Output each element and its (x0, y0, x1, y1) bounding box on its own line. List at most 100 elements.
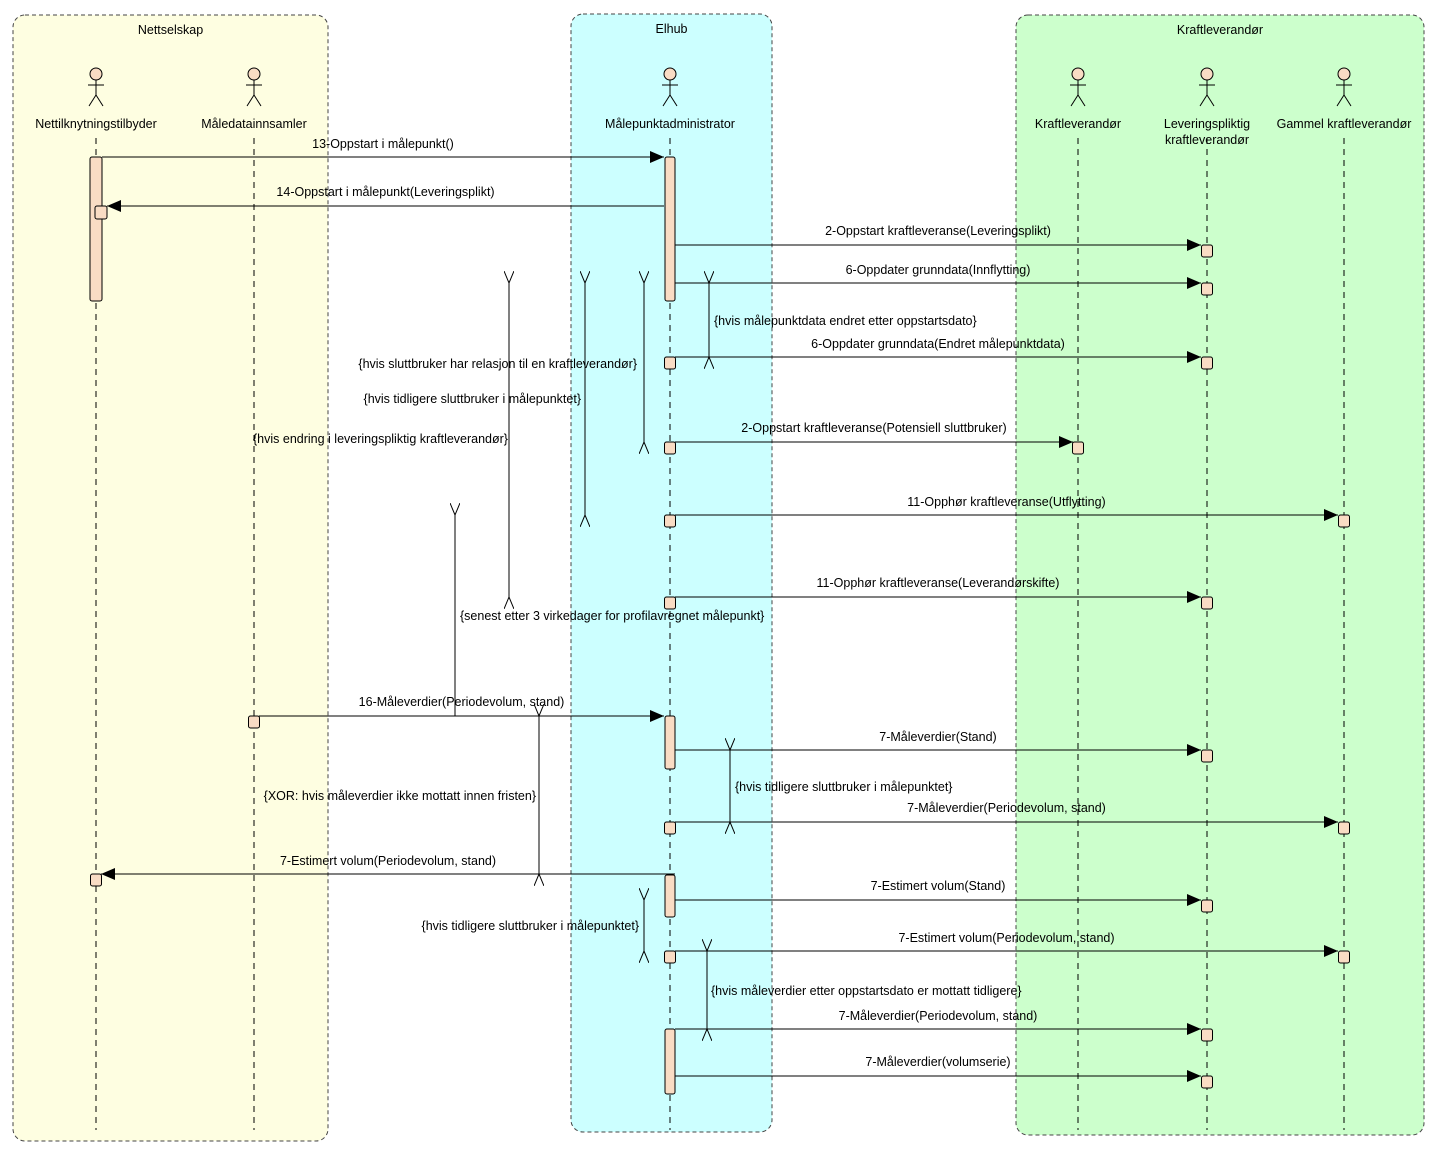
message-m10: 7-Måleverdier(Stand) (675, 730, 1201, 756)
message-m7: 11-Opphør kraftleveranse(Utflytting) (675, 495, 1338, 521)
activation-box (1201, 1028, 1213, 1042)
activation-bar (664, 1028, 676, 1095)
lane-title: Kraftleverandør (1177, 23, 1263, 37)
constraint-c8: {hvis tidligere sluttbruker i målepunkte… (422, 900, 644, 951)
activation-box (248, 715, 260, 729)
activation-box (1201, 596, 1213, 610)
lane-box (570, 13, 773, 1133)
activation-box (664, 950, 676, 964)
message-label: 14-Oppstart i målepunkt(Leveringsplikt) (276, 185, 494, 199)
actor-label: Kraftleverandør (1035, 117, 1121, 131)
constraint-c6: {hvis tidligere sluttbruker i målepunkte… (730, 750, 952, 822)
activation-bar (94, 205, 108, 220)
message-label: 16-Måleverdier(Periodevolum, stand) (359, 695, 565, 709)
message-label: 7-Måleverdier(Periodevolum, stand) (907, 801, 1106, 815)
activation-box (1338, 821, 1350, 835)
activation-bar (664, 156, 676, 302)
lane-kraftleverandor: Kraftleverandør (1015, 14, 1425, 1136)
message-label: 7-Måleverdier(Periodevolum, stand) (839, 1009, 1038, 1023)
message-label: 2-Oppstart kraftleveranse(Potensiell slu… (741, 421, 1006, 435)
constraint-c9: {hvis måleverdier etter oppstartsdato er… (707, 951, 1022, 1029)
activation-box (1201, 1075, 1213, 1089)
message-m9: 16-Måleverdier(Periodevolum, stand) (259, 695, 664, 722)
message-m3: 2-Oppstart kraftleveranse(Leveringsplikt… (675, 224, 1201, 251)
lane-box (1015, 14, 1425, 1136)
activation-box (664, 514, 676, 528)
message-m12: 7-Estimert volum(Periodevolum, stand) (101, 854, 675, 880)
activation-bar (664, 874, 676, 918)
message-label: 7-Estimert volum(Periodevolum, stand) (898, 931, 1114, 945)
message-m4: 6-Oppdater grunndata(Innflytting) (675, 263, 1201, 289)
stick-figure-icon (1070, 67, 1086, 107)
actor-ntb: Nettilknytningstilbyder (35, 67, 157, 131)
stick-figure-icon (1199, 67, 1215, 107)
activation-box (1072, 441, 1084, 455)
lane-title: Elhub (656, 22, 688, 36)
constraint-c3: {hvis tidligere sluttbruker i målepunkte… (364, 283, 585, 515)
actor-label: Nettilknytningstilbyder (35, 117, 157, 131)
actor-label: kraftleverandør (1165, 133, 1249, 147)
message-m5: 6-Oppdater grunndata(Endret målepunktdat… (675, 337, 1201, 363)
message-label: 7-Måleverdier(Stand) (879, 730, 996, 744)
actor-label: Gammel kraftleverandør (1277, 117, 1412, 131)
activation-box (664, 596, 676, 610)
activation-box (1201, 282, 1213, 296)
constraint-label: {hvis tidligere sluttbruker i målepunkte… (735, 780, 952, 794)
message-label: 7-Måleverdier(volumserie) (865, 1055, 1010, 1069)
message-label: 11-Opphør kraftleveranse(Utflytting) (907, 495, 1105, 509)
message-label: 2-Oppstart kraftleveranse(Leveringsplikt… (825, 224, 1051, 238)
constraint-c2: {hvis sluttbruker har relasjon til en kr… (358, 283, 637, 597)
message-label: 6-Oppdater grunndata(Endret målepunktdat… (811, 337, 1065, 351)
constraint-c1: {hvis målepunktdata endret etter oppstar… (709, 283, 977, 357)
constraint-label: {hvis tidligere sluttbruker i målepunkte… (422, 919, 639, 933)
message-m6: 2-Oppstart kraftleveranse(Potensiell slu… (675, 421, 1073, 448)
stick-figure-icon (1336, 67, 1352, 107)
constraint-label: {XOR: hvis måleverdier ikke mottatt inne… (264, 789, 536, 803)
constraint-c7: {XOR: hvis måleverdier ikke mottatt inne… (264, 716, 539, 874)
activation-box (1201, 244, 1213, 258)
message-label: 7-Estimert volum(Periodevolum, stand) (280, 854, 496, 868)
message-m1: 13-Oppstart i målepunkt() (102, 137, 664, 163)
message-m14: 7-Estimert volum(Periodevolum, stand) (675, 931, 1338, 957)
activation-box (664, 441, 676, 455)
message-label: 7-Estimert volum(Stand) (871, 879, 1006, 893)
constraint-c5: {senest etter 3 virkedager for profilavr… (455, 515, 764, 716)
message-label: 11-Opphør kraftleveranse(Leverandørskift… (817, 576, 1060, 590)
message-m11: 7-Måleverdier(Periodevolum, stand) (675, 801, 1338, 828)
activation-box (1201, 899, 1213, 913)
constraint-label: {hvis sluttbruker har relasjon til en kr… (358, 357, 637, 371)
message-m16: 7-Måleverdier(volumserie) (675, 1055, 1201, 1082)
message-m15: 7-Måleverdier(Periodevolum, stand) (675, 1009, 1201, 1035)
lane-title: Nettselskap (138, 23, 203, 37)
constraint-label: {hvis tidligere sluttbruker i målepunkte… (364, 392, 581, 406)
stick-figure-icon (88, 67, 104, 107)
message-label: 6-Oppdater grunndata(Innflytting) (846, 263, 1031, 277)
lane-box (12, 14, 329, 1142)
constraint-label: {hvis måleverdier etter oppstartsdato er… (711, 984, 1022, 998)
actor-mpa: Målepunktadministrator (605, 67, 735, 131)
message-m2: 14-Oppstart i målepunkt(Leveringsplikt) (107, 185, 664, 212)
actor-label: Måledatainnsamler (201, 117, 307, 131)
actor-label: Målepunktadministrator (605, 117, 735, 131)
activation-bar (664, 715, 676, 770)
stick-figure-icon (662, 67, 678, 107)
message-m8: 11-Opphør kraftleveranse(Leverandørskift… (675, 576, 1201, 603)
constraint-label: {senest etter 3 virkedager for profilavr… (460, 609, 764, 623)
actor-kl: Kraftleverandør (1035, 67, 1121, 131)
activation-box (1338, 514, 1350, 528)
activation-box (1201, 749, 1213, 763)
activation-box (1201, 356, 1213, 370)
activation-bar (89, 156, 103, 302)
activation-box (1338, 950, 1350, 964)
stick-figure-icon (246, 67, 262, 107)
actor-mdi: Måledatainnsamler (201, 67, 307, 131)
actor-gkl: Gammel kraftleverandør (1277, 67, 1412, 131)
lane-elhub: Elhub (570, 13, 773, 1133)
message-label: 13-Oppstart i målepunkt() (312, 137, 454, 151)
activation-box (664, 356, 676, 370)
activation-box (90, 873, 102, 887)
constraint-label: {hvis målepunktdata endret etter oppstar… (714, 314, 977, 328)
constraint-c4: {hvis endring i leveringspliktig kraftle… (253, 283, 644, 446)
